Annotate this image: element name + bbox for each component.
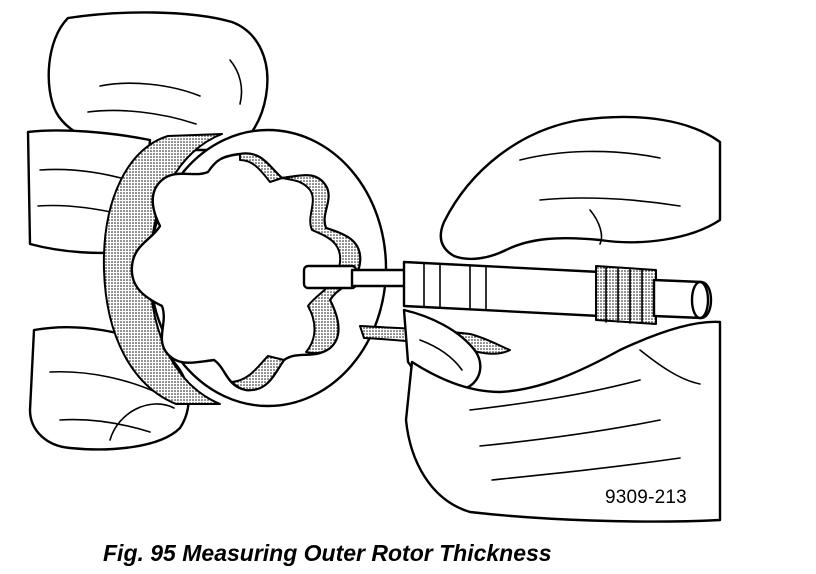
right-hand [402,115,722,523]
figure-reference-number: 9309-213 [605,487,687,508]
figure-caption: Fig. 95 Measuring Outer Rotor Thickness [103,540,552,566]
rotor-measurement-illustration [26,11,722,523]
outer-rotor [102,128,388,408]
